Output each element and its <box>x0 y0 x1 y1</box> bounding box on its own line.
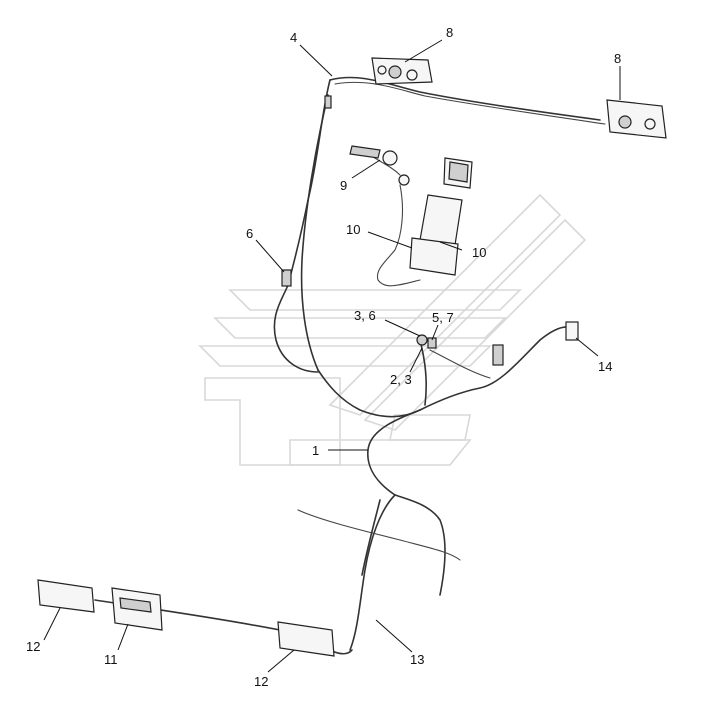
work-light-12-right <box>277 621 335 657</box>
callout-14: 14 <box>598 359 612 374</box>
switch-9 <box>349 145 410 186</box>
callout-labels: 4 8 8 9 10 10 6 3, 6 5, 7 2, 3 14 1 12 1… <box>26 25 621 689</box>
clip-4 <box>324 95 332 109</box>
callout-13: 13 <box>410 652 424 667</box>
callout-8-right: 8 <box>614 51 621 66</box>
callout-9: 9 <box>340 178 347 193</box>
callout-4: 4 <box>290 30 297 45</box>
callout-10-right: 10 <box>472 245 486 260</box>
callout-2-3: 2, 3 <box>390 372 412 387</box>
connectors-center <box>416 334 504 366</box>
callout-12-right: 12 <box>254 674 268 689</box>
rear-lamp-8-right <box>606 99 667 139</box>
watermark-logo <box>198 193 587 466</box>
callout-5-7: 5, 7 <box>432 310 454 325</box>
callout-6: 6 <box>246 226 253 241</box>
harness-wires <box>94 76 606 655</box>
connector-14 <box>565 321 579 341</box>
junction-box-11 <box>111 587 163 631</box>
callout-10-left: 10 <box>346 222 360 237</box>
rear-lamp-8-top <box>371 57 433 85</box>
callout-11: 11 <box>104 652 118 667</box>
control-console-10 <box>409 157 473 276</box>
callout-8-top: 8 <box>446 25 453 40</box>
callout-3-6: 3, 6 <box>354 308 376 323</box>
callout-1: 1 <box>312 443 319 458</box>
callout-12-left: 12 <box>26 639 40 654</box>
connector-6 <box>281 269 292 287</box>
work-light-12-left <box>37 579 95 613</box>
leader-lines <box>43 39 621 673</box>
